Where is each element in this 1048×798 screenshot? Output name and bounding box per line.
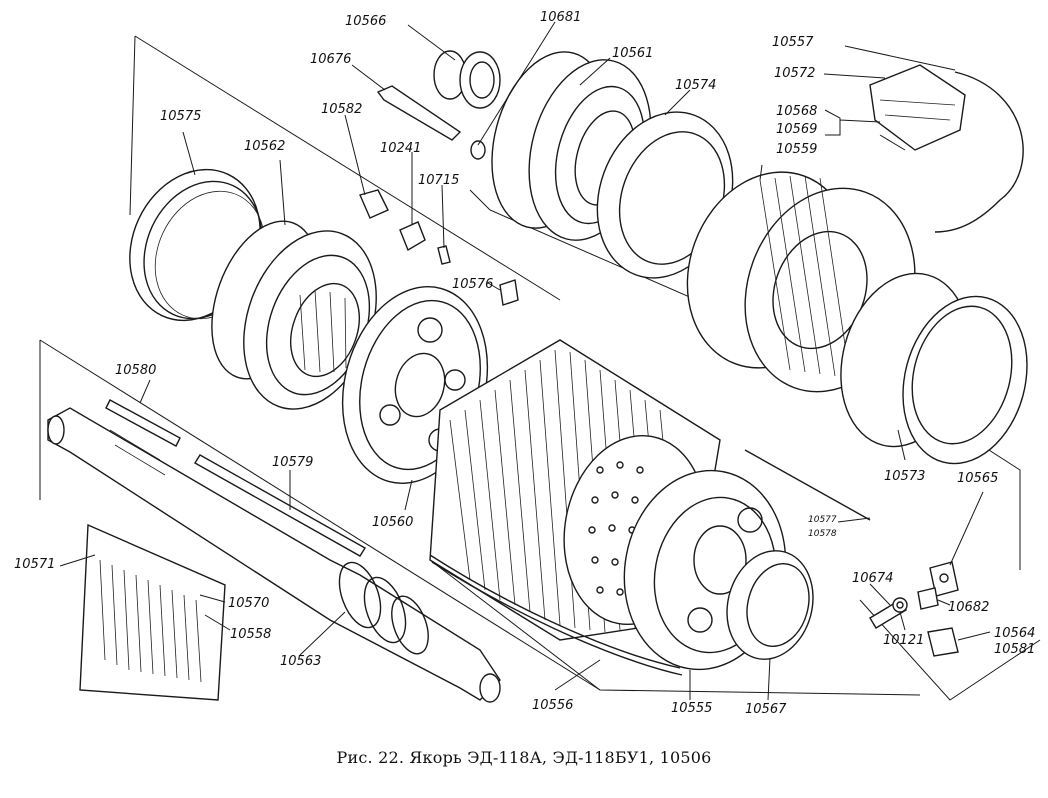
label-10578: 10578 <box>808 529 837 539</box>
label-10573: 10573 <box>884 469 925 484</box>
part-10566-bush <box>433 50 501 109</box>
part-10562-bearing <box>211 220 377 410</box>
part-10577-pin <box>744 449 871 521</box>
part-10567-ring <box>726 550 814 660</box>
leader-lines <box>59 21 991 701</box>
part-10681-washer <box>470 140 486 160</box>
label-10565: 10565 <box>957 471 998 486</box>
label-10681: 10681 <box>540 10 581 25</box>
label-10568: 10568 <box>776 104 817 119</box>
label-10555: 10555 <box>671 701 712 716</box>
label-10560: 10560 <box>372 515 413 530</box>
part-10582-block <box>359 189 389 219</box>
label-10558: 10558 <box>230 627 271 642</box>
part-10576-clip <box>499 279 519 306</box>
label-10557: 10557 <box>772 35 814 50</box>
label-10562: 10562 <box>244 139 285 154</box>
label-10582: 10582 <box>321 102 362 117</box>
label-10574: 10574 <box>675 78 716 93</box>
label-10676: 10676 <box>310 52 351 67</box>
label-10674: 10674 <box>852 571 893 586</box>
label-10577: 10577 <box>808 515 837 525</box>
label-10569: 10569 <box>776 122 817 137</box>
part-10579-key <box>194 454 366 557</box>
label-10579: 10579 <box>272 455 313 470</box>
label-10563: 10563 <box>280 654 321 669</box>
part-10121-washer <box>892 597 908 613</box>
label-10570: 10570 <box>228 596 269 611</box>
label-10121: 10121 <box>883 633 924 648</box>
part-10565-block <box>929 561 959 597</box>
label-10567: 10567 <box>745 702 787 717</box>
part-10580-key <box>105 399 181 447</box>
label-10564: 10564 <box>994 626 1035 641</box>
label-10241: 10241 <box>380 141 421 156</box>
part-10676-bolt <box>376 85 462 141</box>
part-10557-wire <box>934 71 1024 233</box>
part-10556-band <box>429 554 683 676</box>
part-10564-block <box>927 627 959 657</box>
part-10715-screw <box>437 245 451 265</box>
part-10682-washer <box>917 587 939 610</box>
label-10581: 10581 <box>994 642 1035 657</box>
figure-caption: Рис. 22. Якорь ЭД-118А, ЭД-118БУ1, 10506 <box>336 748 712 767</box>
label-10682: 10682 <box>948 600 989 615</box>
label-10559: 10559 <box>776 142 817 157</box>
part-10561-bearing <box>491 51 652 241</box>
label-10715: 10715 <box>418 173 459 188</box>
part-labels: 10566 10681 10561 10557 10572 10676 1057… <box>14 10 1035 717</box>
part-10241-block <box>399 221 426 252</box>
label-10556: 10556 <box>532 698 573 713</box>
part-10573-sleeve <box>840 272 1028 465</box>
label-10571: 10571 <box>14 557 55 572</box>
label-10566: 10566 <box>345 14 386 29</box>
label-10580: 10580 <box>115 363 156 378</box>
inset-10571-10558 <box>79 523 226 701</box>
label-10575: 10575 <box>160 109 201 124</box>
label-10576: 10576 <box>452 277 493 292</box>
part-10572-plates <box>869 64 966 151</box>
label-10561: 10561 <box>612 46 653 61</box>
label-10572: 10572 <box>774 66 815 81</box>
